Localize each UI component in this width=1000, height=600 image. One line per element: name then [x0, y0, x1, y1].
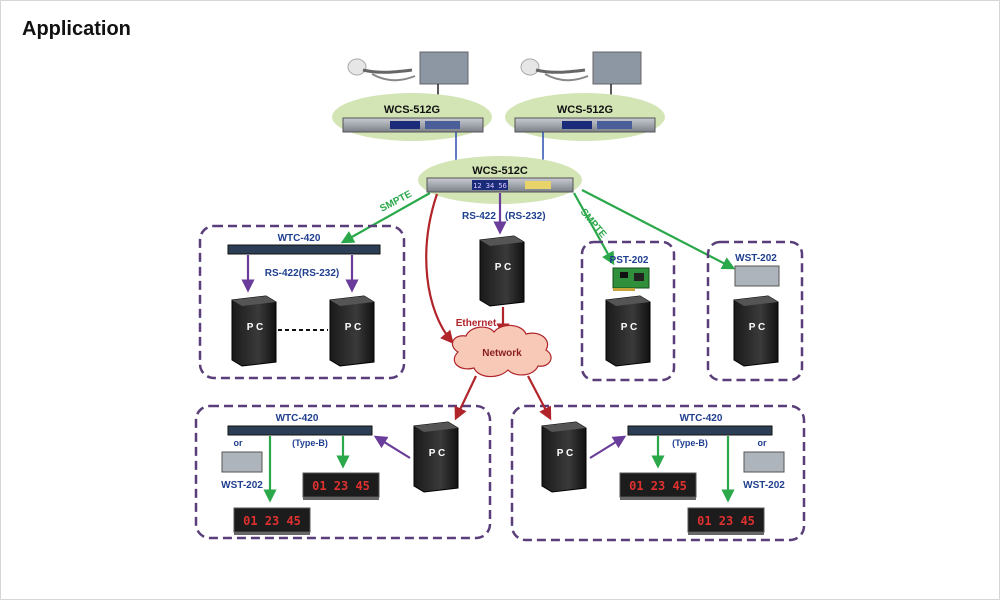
- clock-display-3: [619, 472, 697, 500]
- typeb-left-label: (Type-B): [292, 438, 328, 448]
- pc-label-6: P C: [429, 448, 446, 459]
- group-box-top-left: [198, 224, 406, 380]
- wcs-512c-label: WCS-512C: [472, 165, 528, 177]
- wst-202-top-label: WST-202: [735, 253, 777, 264]
- group-box-bottom-right: [510, 404, 806, 542]
- pc-tower-4: [605, 295, 651, 367]
- clock-display-2-value: 01 23 45: [243, 514, 301, 528]
- pc-label-5: P C: [749, 322, 766, 333]
- wst-202-top-device: [734, 265, 780, 287]
- wcs-512g-right-label: WCS-512G: [557, 104, 613, 116]
- rs422-top-label: RS-422: [462, 211, 496, 222]
- clock-display-4-value: 01 23 45: [697, 514, 755, 528]
- group-box-pst: [580, 240, 676, 382]
- pst-202-label: PST-202: [610, 255, 649, 266]
- pc-label-2: P C: [345, 322, 362, 333]
- wst-202-bottomright-device: [743, 451, 785, 473]
- wtc-420-topleft-device: [227, 244, 381, 255]
- wst-202-bottomleft-label: WST-202: [221, 480, 263, 491]
- clock-display-2: [233, 507, 311, 535]
- pc-label-7: P C: [557, 448, 574, 459]
- pc-tower-6: [413, 421, 459, 493]
- wtc-420-bottomright-device: [627, 425, 773, 436]
- rs232-top-label: (RS-232): [505, 211, 546, 222]
- rs-arrow-bl: [373, 435, 411, 459]
- wst-202-bottomleft-device: [221, 451, 263, 473]
- pc-tower-1: [231, 295, 277, 367]
- rs422-rs232-label: RS-422(RS-232): [265, 268, 339, 279]
- clock-display-1: [302, 472, 380, 500]
- wtc-420-topleft-label: WTC-420: [278, 233, 321, 244]
- pc-tower-7: [541, 421, 587, 493]
- wcs-512g-left: [332, 93, 492, 141]
- typeb-right-label: (Type-B): [672, 438, 708, 448]
- wtc-420-bottomright-label: WTC-420: [680, 413, 723, 424]
- group-box-bottom-left: [194, 404, 492, 540]
- rs-arrow-br: [589, 435, 627, 459]
- group-box-wst: [706, 240, 804, 382]
- ethernet-arrow-left: [425, 193, 454, 345]
- network-label: Network: [482, 348, 522, 359]
- gps-receiver-right: [520, 51, 642, 106]
- page-title: Application: [22, 18, 131, 40]
- pc-label-3: P C: [495, 262, 512, 273]
- pc-label-1: P C: [247, 322, 264, 333]
- smpte-arrow-left: [340, 192, 431, 244]
- ethernet-label: Ethernet: [456, 318, 497, 329]
- smpte-label-left: SMPTE: [378, 189, 414, 215]
- network-arrow-left: [454, 375, 477, 421]
- wcs-512c-display: 12 34 56: [473, 182, 507, 190]
- wcs-512g-right: [505, 93, 665, 141]
- pc-tower-3: [479, 235, 525, 307]
- network-arrow-right: [527, 375, 552, 421]
- wst-202-bottomright-label: WST-202: [743, 480, 785, 491]
- network-cloud: [451, 324, 552, 378]
- smpte-arrow-right: [573, 192, 615, 266]
- pc-label-4: P C: [621, 322, 638, 333]
- or-left-label: or: [234, 438, 243, 448]
- clock-display-4: [687, 507, 765, 535]
- pc-tower-5: [733, 295, 779, 367]
- wcs-512c: [418, 156, 582, 204]
- smpte-label-right: SMPTE: [578, 207, 609, 241]
- pc-tower-2: [329, 295, 375, 367]
- clock-display-3-value: 01 23 45: [629, 479, 687, 493]
- clock-display-1-value: 01 23 45: [312, 479, 370, 493]
- wcs-512g-left-label: WCS-512G: [384, 104, 440, 116]
- pst-202-card: [612, 267, 650, 291]
- or-right-label: or: [758, 438, 767, 448]
- wtc-420-bottomleft-label: WTC-420: [276, 413, 319, 424]
- wtc-420-bottomleft-device: [227, 425, 373, 436]
- gps-receiver-left: [347, 51, 469, 106]
